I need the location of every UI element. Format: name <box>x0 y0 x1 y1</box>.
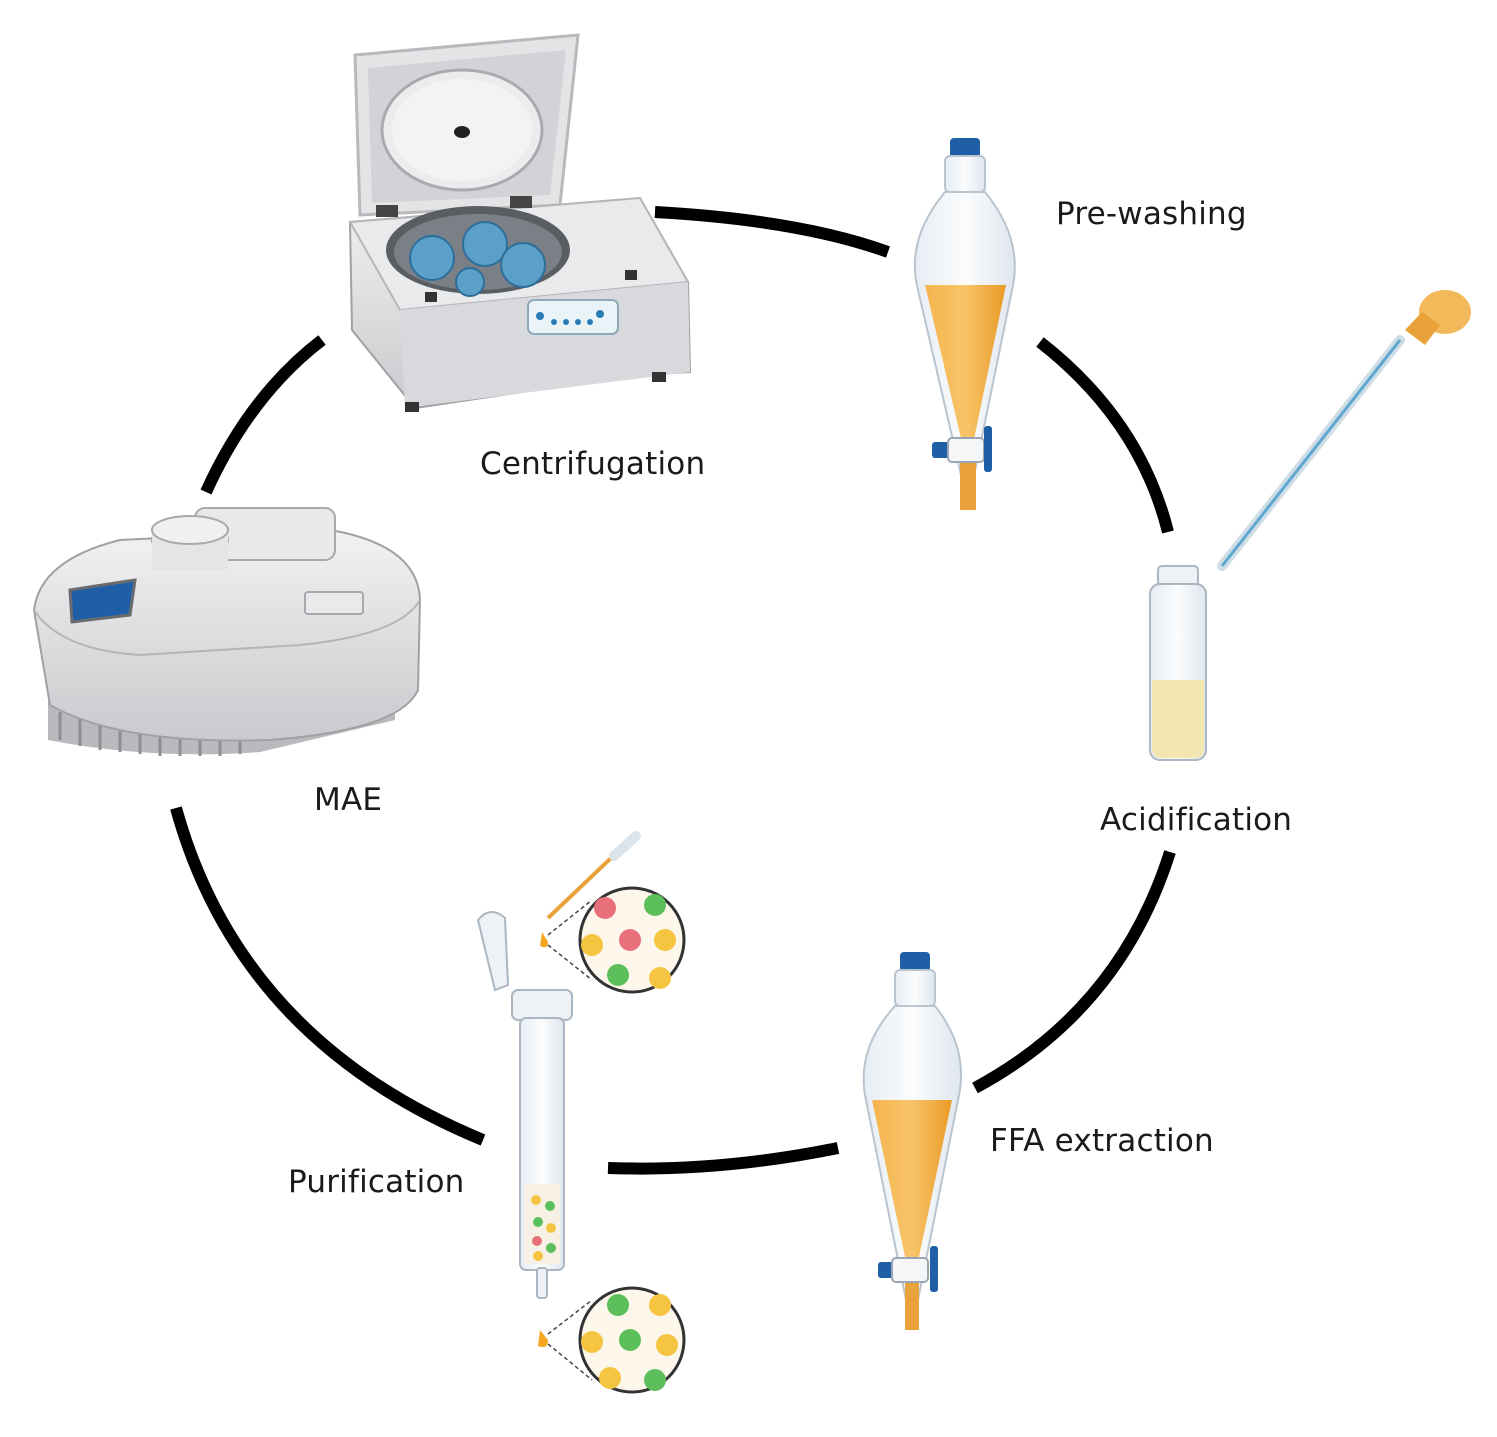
arc-ffa-to-purification <box>607 1142 840 1175</box>
arc-mae-to-centrifugation <box>200 335 326 495</box>
vial-icon <box>1149 565 1207 761</box>
cycle-arcs <box>170 206 1176 1175</box>
spe-column-icon <box>476 831 641 1299</box>
step-label-prewashing: Pre-washing <box>1056 196 1247 232</box>
separatory-funnel-icon <box>913 138 1016 510</box>
step-label-ffa-extraction: FFA extraction <box>990 1123 1214 1159</box>
step-label-purification: Purification <box>288 1164 465 1200</box>
step-label-acidification: Acidification <box>1100 802 1293 838</box>
arc-centrifugation-to-prewashing <box>654 206 891 258</box>
pipette-icon <box>1217 290 1471 571</box>
microwave-extractor-icon <box>32 507 422 756</box>
separatory-funnel-icon <box>862 952 963 1331</box>
arc-acidification-to-ffa <box>972 850 1176 1094</box>
centrifuge-icon <box>348 33 692 412</box>
step-label-mae: MAE <box>314 782 383 818</box>
arc-purification-to-mae <box>170 806 486 1146</box>
magnifier-bead-icon <box>538 1286 686 1394</box>
magnifier-bead-icon <box>540 886 686 994</box>
step-label-centrifugation: Centrifugation <box>480 446 706 482</box>
arc-prewashing-to-acidification <box>1036 337 1174 534</box>
